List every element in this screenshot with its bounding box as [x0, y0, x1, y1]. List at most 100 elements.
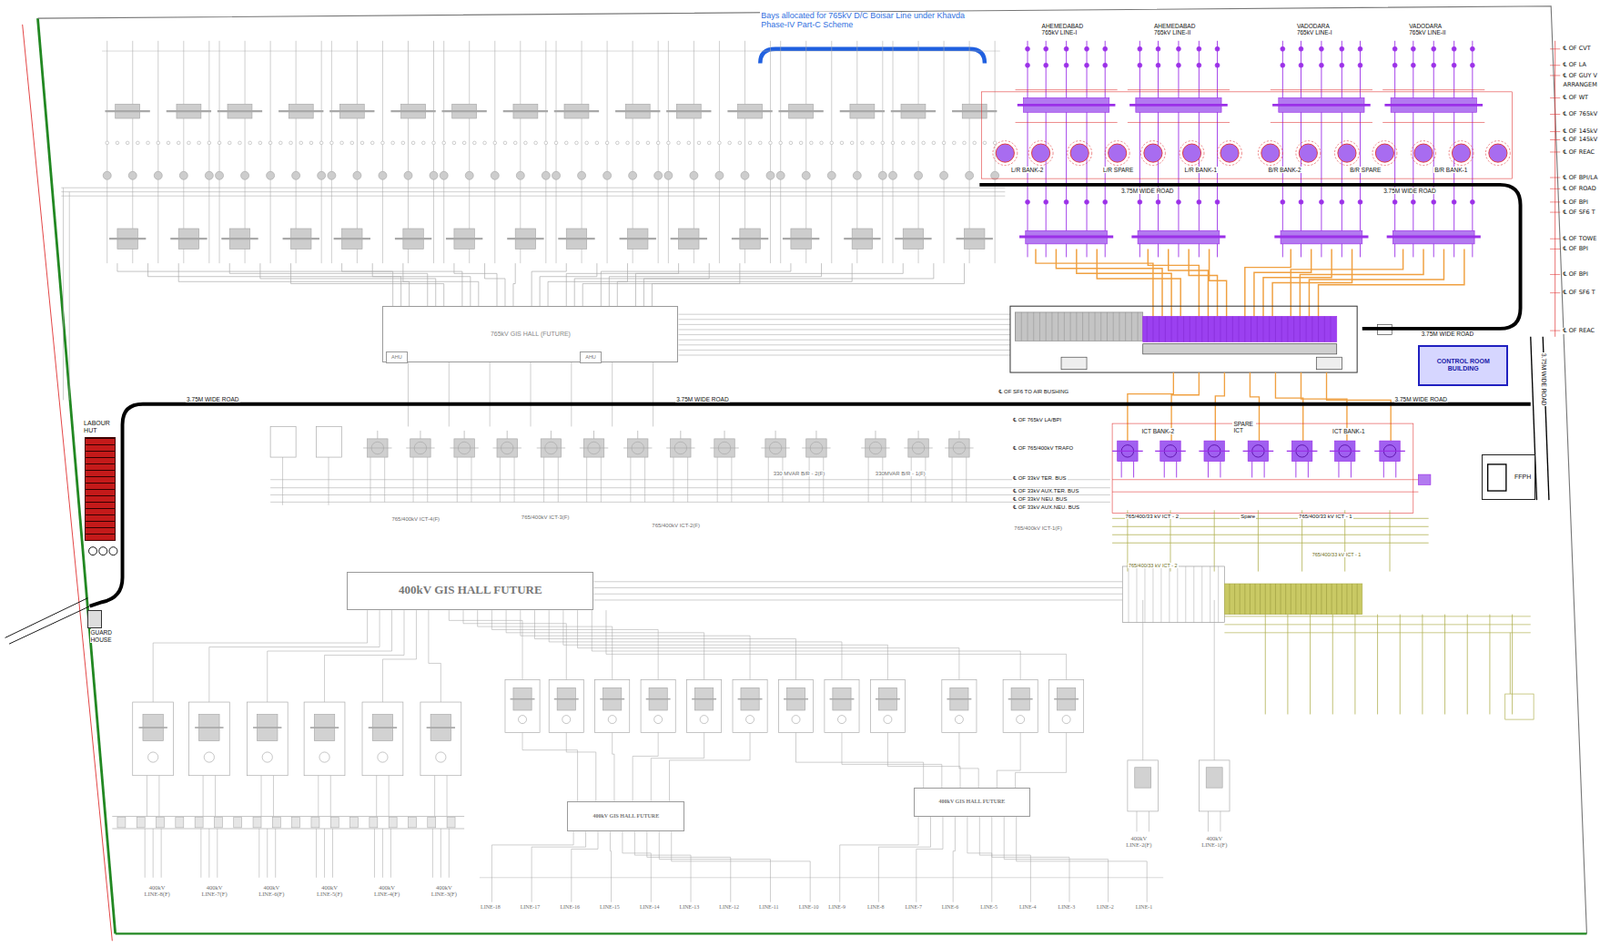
equipment-circle: [136, 141, 141, 145]
equipment-circle: [1155, 62, 1161, 68]
bus-duct: [796, 732, 924, 789]
wire-line: [894, 237, 932, 240]
equipment-circle: [1298, 62, 1304, 68]
wire-line: [1032, 312, 1034, 341]
equipment-circle: [830, 141, 834, 145]
equipment-circle: [954, 715, 963, 724]
equipment-rect: [595, 678, 630, 732]
annotation-label: ℄ OF REAC: [1562, 149, 1597, 156]
equipment-rect: [420, 701, 462, 776]
wire-line: [1320, 40, 1322, 258]
equipment-circle: [370, 141, 375, 145]
wire-line: [111, 828, 465, 830]
equipment-circle: [534, 141, 538, 145]
wire-line: [1549, 113, 1560, 115]
bus-duct: [612, 732, 615, 801]
equipment-rect: [253, 817, 262, 828]
wire-line: [1217, 566, 1219, 623]
road-line: [979, 184, 1520, 329]
equipment-circle: [1137, 199, 1143, 204]
annotation-label: LINE-8: [866, 903, 886, 911]
annotation-label: LINE-14: [638, 903, 661, 911]
bus-duct: [608, 263, 821, 306]
equipment-circle: [889, 171, 898, 180]
equipment-circle: [667, 141, 671, 145]
equipment-circle: [789, 141, 793, 145]
bus-duct: [632, 732, 659, 801]
equipment-circle: [860, 141, 865, 145]
wire-line: [161, 828, 163, 878]
wire-line: [266, 828, 268, 878]
wire-line: [1164, 461, 1165, 478]
wire-line: [1021, 312, 1023, 341]
annotation-label: LINE-11: [758, 903, 780, 911]
bus-duct: [1326, 372, 1392, 441]
equipment-rect: [272, 817, 281, 828]
equipment-circle: [577, 171, 587, 180]
wire-line: [1146, 315, 1148, 342]
equipment-rect: [1010, 305, 1357, 373]
wire-line: [1332, 614, 1334, 715]
wire-line: [724, 430, 726, 439]
annotation-label: ℄ OF 145kV: [1562, 128, 1600, 135]
wire-line: [554, 110, 599, 112]
equipment-circle: [1451, 143, 1470, 163]
equipment-circle: [493, 141, 497, 145]
wire-line: [1176, 315, 1178, 342]
equipment-circle: [1220, 143, 1239, 163]
annotation-label: ℄ OF 765kV: [1562, 111, 1600, 118]
wire-line: [1399, 614, 1401, 715]
wire-line: [1488, 614, 1490, 715]
wire-line: [619, 237, 657, 240]
equipment-circle: [115, 141, 120, 145]
wire-line: [663, 50, 776, 52]
wire-line: [368, 726, 397, 729]
wire-line: [1131, 235, 1226, 239]
bus-duct: [609, 830, 611, 902]
equipment-circle: [248, 141, 253, 145]
equipment-rect: [732, 678, 768, 732]
equipment-circle: [810, 141, 814, 145]
wire-line: [1351, 583, 1353, 615]
annotation-label: LINE-10: [798, 903, 821, 911]
equipment-circle: [718, 141, 722, 145]
wire-line: [1356, 583, 1358, 615]
wire-line: [1207, 315, 1209, 342]
wire-line: [274, 828, 276, 878]
wire-line: [775, 430, 777, 439]
wire-line: [1549, 131, 1560, 132]
equipment-circle: [881, 141, 885, 145]
bus-duct: [566, 263, 679, 306]
equipment-circle: [483, 141, 487, 145]
equipment-circle: [279, 141, 284, 145]
equipment-circle: [513, 141, 517, 145]
annotation-label: LINE-9: [827, 903, 847, 911]
equipment-circle: [883, 715, 892, 724]
equipment-circle: [552, 171, 561, 180]
equipment-rect: [246, 701, 288, 776]
equipment-circle: [207, 141, 212, 145]
equipment-circle: [1357, 46, 1363, 51]
wire-line: [144, 828, 146, 878]
wire-line: [363, 446, 392, 448]
wire-line: [1549, 292, 1560, 294]
wire-line: [1015, 89, 1118, 91]
annotation-label: 3.75M WIDE ROAD: [1420, 330, 1475, 337]
bus-duct: [634, 830, 691, 902]
equipment-circle: [435, 751, 446, 762]
wire-line: [1112, 491, 1418, 493]
wire-line: [200, 828, 202, 878]
bus-duct: [840, 816, 919, 902]
wire-line: [445, 237, 483, 240]
wire-line: [438, 50, 551, 52]
wire-line: [376, 430, 378, 439]
wire-line: [1112, 534, 1429, 536]
wire-line: [1336, 583, 1337, 615]
wire-line: [1189, 315, 1191, 342]
bus-duct: [454, 263, 497, 306]
wire-line: [1257, 509, 1259, 571]
equipment-circle: [179, 171, 188, 180]
equipment-circle: [1179, 141, 1205, 166]
annotation-label: 3.75M WIDE ROAD: [1382, 187, 1437, 194]
wire-line: [1259, 583, 1261, 615]
